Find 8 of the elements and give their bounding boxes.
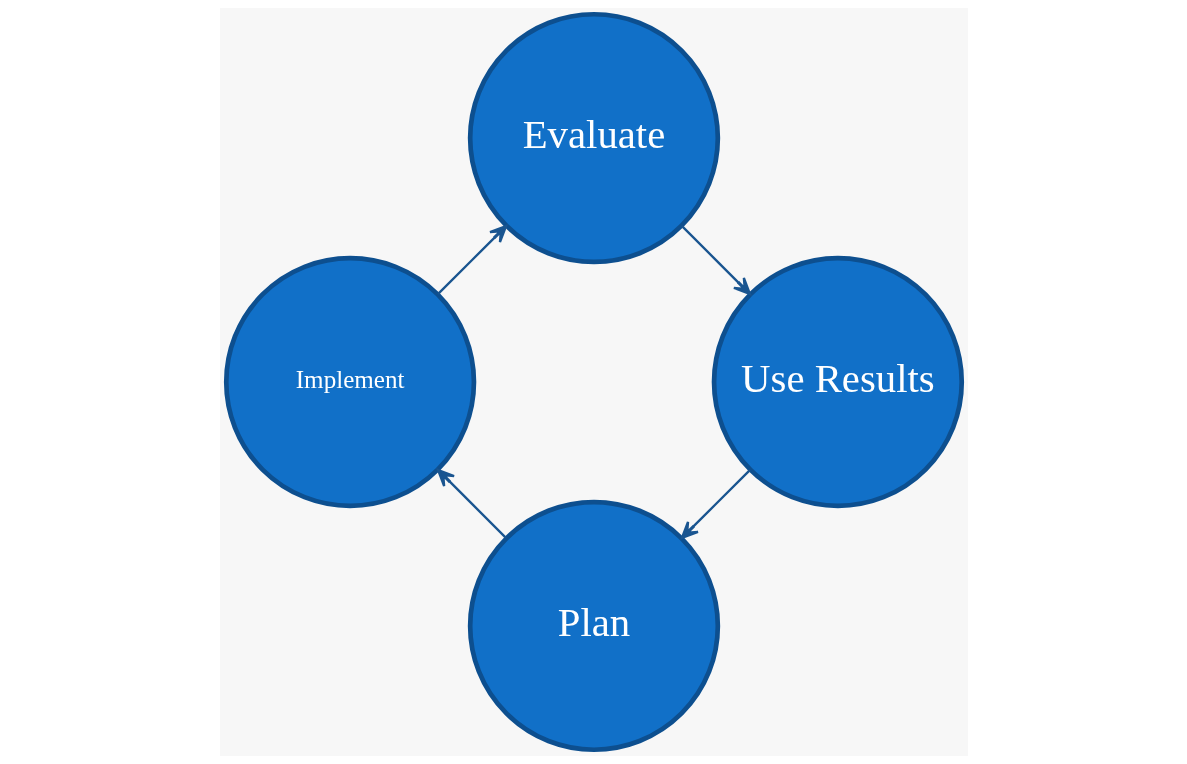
arrow bbox=[680, 225, 751, 296]
node-circle: Implement bbox=[223, 255, 476, 509]
node-circle: Plan bbox=[467, 499, 720, 753]
node-circle: Use Results bbox=[711, 255, 964, 509]
arrow bbox=[436, 468, 507, 539]
arrow bbox=[680, 469, 751, 540]
node-circle: Evaluate bbox=[467, 11, 720, 265]
arrow bbox=[436, 224, 507, 295]
